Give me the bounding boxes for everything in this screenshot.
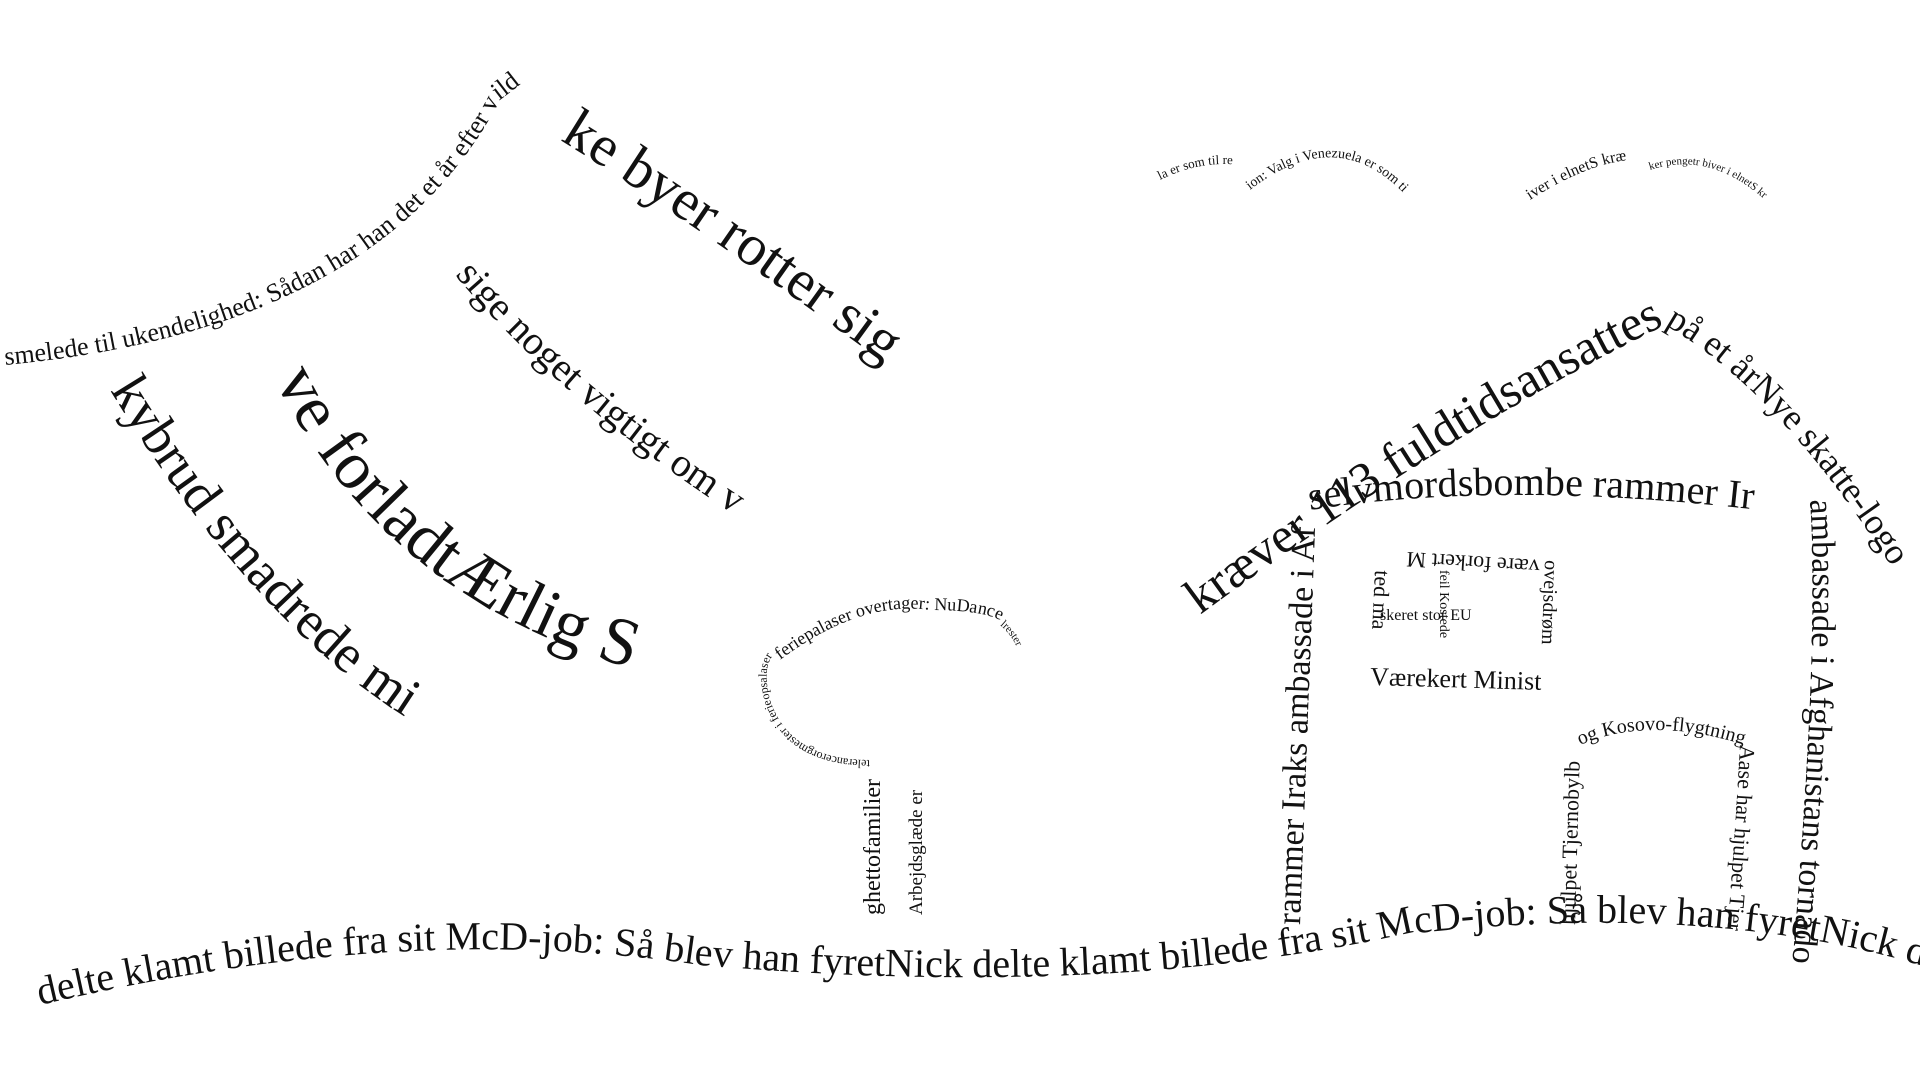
- tree-crown-right: lrester: [998, 618, 1025, 648]
- window-cross-horizontal: skeret stor EU: [1380, 607, 1472, 624]
- window-cross-vertical: feil Kostede: [1436, 570, 1451, 638]
- bird-1-right-wing: ion: Valg i Venezuela er som ti: [1243, 146, 1411, 195]
- bird-2-left-wing: iver i elnetS kræ: [1523, 147, 1628, 203]
- bird-1-left-wing: la er som til re: [1155, 152, 1234, 183]
- bird-2: iver i elnetS kræ ker pengetr biver i el…: [1523, 147, 1770, 203]
- tree-trunk-left: ghettofamilier: [860, 779, 886, 915]
- window-top: være forkert M: [1406, 547, 1540, 580]
- bird-1: la er som til re ion: Valg i Venezuela e…: [1155, 146, 1411, 195]
- door-top: og Kosovo-flygtning: [1574, 713, 1749, 750]
- bird-2-right-wing: ker pengetr biver i elnetS kr: [1647, 155, 1769, 201]
- tree-crown-lower: telerancerorgmester i ferieopsalaser: [756, 650, 870, 771]
- house-roof-right: på et årNye skatte-logo: [1661, 297, 1919, 571]
- house-beam: selvmordsbombe rammer Irak: [0, 0, 1757, 519]
- house: kræver 113 fuldtidsansattes på et årNye …: [0, 0, 1919, 965]
- sun-ray-1: ke byer rotter sig Sam: [0, 0, 916, 374]
- sun-arc-text: smelede til ukendelighed: Sådan har han …: [3, 66, 525, 371]
- house-wall-right: ambassade i Afghanistans tornado: [1784, 498, 1841, 965]
- house-window: være forkert M Værekert Ministeren ted m…: [0, 0, 1562, 696]
- sun: smelede til ukendelighed: Sådan har han …: [0, 0, 916, 727]
- window-left: ted ma: [1367, 570, 1395, 631]
- window-right: ovejsdrøm: [1537, 560, 1562, 646]
- house-roof-left: kræver 113 fuldtidsansattes: [1173, 285, 1669, 624]
- tree-trunk-right: Arbejdsglæde er: [906, 789, 927, 915]
- door-left: hjulpet Tjernobylb: [1555, 760, 1585, 925]
- sun-ray-2: sige noget vigtigt om v: [448, 252, 754, 522]
